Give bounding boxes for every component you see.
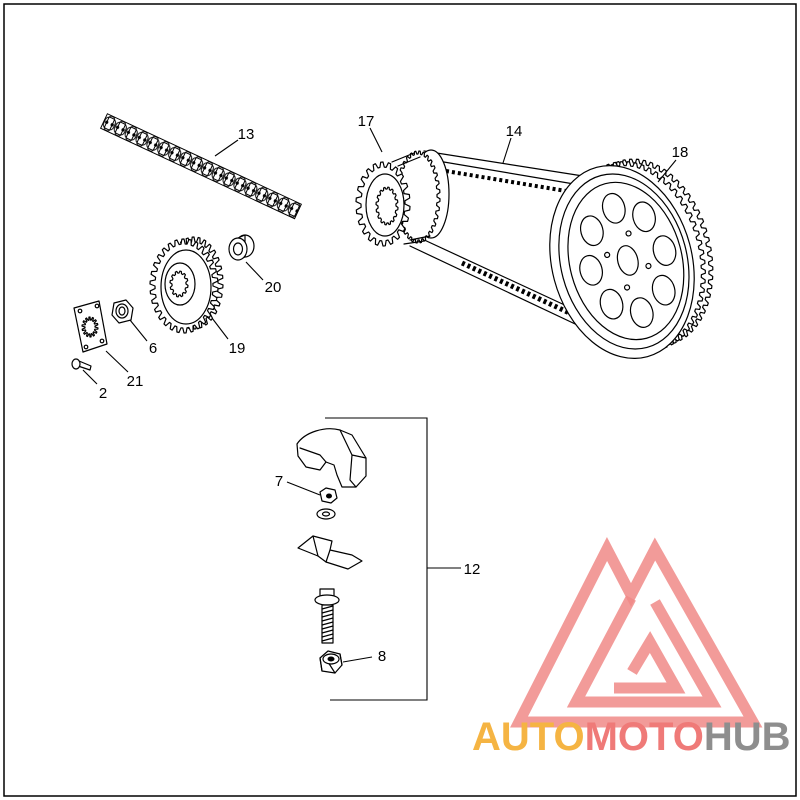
clamp-plate-bends: [312, 535, 331, 563]
callout-19: 19: [229, 340, 246, 357]
lock-plate-hole: [83, 344, 89, 350]
pulley-hole: [579, 215, 604, 247]
callout-20: 20: [265, 279, 282, 296]
belt-lower-teeth: [460, 260, 578, 319]
rear-pulley: [549, 158, 714, 359]
logo-word-hub: HUB: [704, 715, 791, 759]
logo-wordmark: AUTOMOTOHUB: [472, 715, 791, 759]
callout-13: 13: [238, 126, 255, 143]
belt-upper-inner-edge: [431, 159, 581, 186]
clamp-washer: [316, 508, 336, 520]
leader-19: [211, 317, 229, 340]
pulley-rim: [558, 173, 690, 350]
leader-17: [369, 127, 383, 153]
nut-face: [115, 303, 129, 319]
leader-13: [214, 139, 239, 157]
clamp-plate-body: [297, 535, 363, 570]
callout-7: 7: [275, 473, 283, 490]
lock-plate-star-hole: [81, 316, 99, 338]
engine-sprocket-spline-hole: [169, 270, 189, 298]
callout-6: 6: [149, 340, 157, 357]
callout-8: 8: [378, 648, 386, 665]
pulley-hole: [629, 297, 654, 328]
pulley-flange: [549, 165, 695, 359]
pulley-face: [567, 181, 685, 341]
screw-head: [71, 358, 81, 370]
transmission-sprocket: [355, 149, 450, 247]
sprocket-spline-hole: [375, 186, 399, 226]
engine-sprocket: [149, 236, 224, 334]
callout-21: 21: [127, 373, 144, 390]
bushing-front: [228, 237, 248, 261]
pulley-lightening-holes: [579, 192, 677, 328]
clamp-nut-large: [319, 650, 343, 674]
callout-12: 12: [464, 561, 481, 578]
pulley-hole: [579, 254, 604, 286]
leader-8: [342, 656, 373, 663]
bolt-flange: [314, 594, 340, 606]
large-nut-bore: [327, 656, 335, 662]
leader-21: [105, 350, 129, 373]
bushing: [228, 234, 255, 261]
watermark-logo: AUTOMOTOHUB: [472, 536, 791, 759]
leader-6: [129, 319, 148, 342]
drive-chain: [99, 113, 302, 220]
pulley-bolt-hole: [604, 251, 611, 258]
logo-inner-mark: [566, 595, 722, 708]
plate-screw: [71, 358, 92, 371]
small-nut-bore: [326, 493, 332, 499]
lock-plate: [73, 300, 108, 353]
belt-upper-teeth: [445, 169, 567, 193]
leader-14: [502, 137, 512, 164]
washer-hole: [321, 511, 331, 517]
leader-2: [82, 369, 98, 385]
lock-plate-hole: [94, 303, 100, 309]
bolt-threads: [321, 605, 334, 642]
bushing-bore: [232, 242, 244, 256]
clamp-edges: [299, 429, 367, 488]
pulley-bolt-hole: [623, 284, 631, 291]
leader-lines: [82, 127, 677, 663]
callout-2: 2: [99, 385, 107, 402]
pulley-bolt-hole: [645, 262, 652, 270]
lock-plate-hole: [77, 308, 83, 314]
nut-bore: [118, 306, 126, 316]
logo-word-auto: AUTO: [472, 715, 585, 759]
leader-7: [286, 481, 321, 496]
logo-outer-mark: [510, 536, 763, 728]
belt-lower-inner-edge: [409, 245, 591, 332]
leader-20: [245, 261, 264, 281]
sprocket-axial-ridges: [391, 152, 431, 245]
callouts: 13 17 14 18 20 6 19 21 2 7 12 8: [99, 113, 689, 665]
pulley-hole: [651, 274, 676, 306]
triangle-m-logo-icon: [510, 536, 763, 728]
pulley-hole: [601, 192, 626, 224]
clamp-bolt: [314, 588, 340, 644]
kit-bracket: [325, 417, 428, 701]
pulley-center-hole: [616, 245, 639, 276]
pulley-hole: [652, 235, 677, 266]
lock-plate-hole: [99, 338, 105, 344]
logo-hook-mark: [614, 631, 686, 694]
clamp-nut-small: [319, 487, 338, 504]
clamp-plate: [297, 535, 363, 570]
callout-18: 18: [672, 144, 689, 161]
logo-word-moto: MOTO: [585, 715, 704, 759]
callout-14: 14: [506, 123, 523, 140]
pulley-hole: [599, 288, 624, 320]
chain-links: [99, 113, 302, 220]
belt-upper-edge: [423, 150, 584, 177]
pulley-bolt-hole: [625, 230, 632, 237]
engine-sprocket-face: [160, 249, 212, 325]
leader-18: [657, 159, 677, 183]
clamp-block: [296, 428, 367, 488]
sprocket-nut: [111, 299, 134, 324]
callout-17: 17: [358, 113, 375, 130]
mounting-clamp: [296, 428, 367, 488]
pulley-hole: [632, 201, 656, 233]
